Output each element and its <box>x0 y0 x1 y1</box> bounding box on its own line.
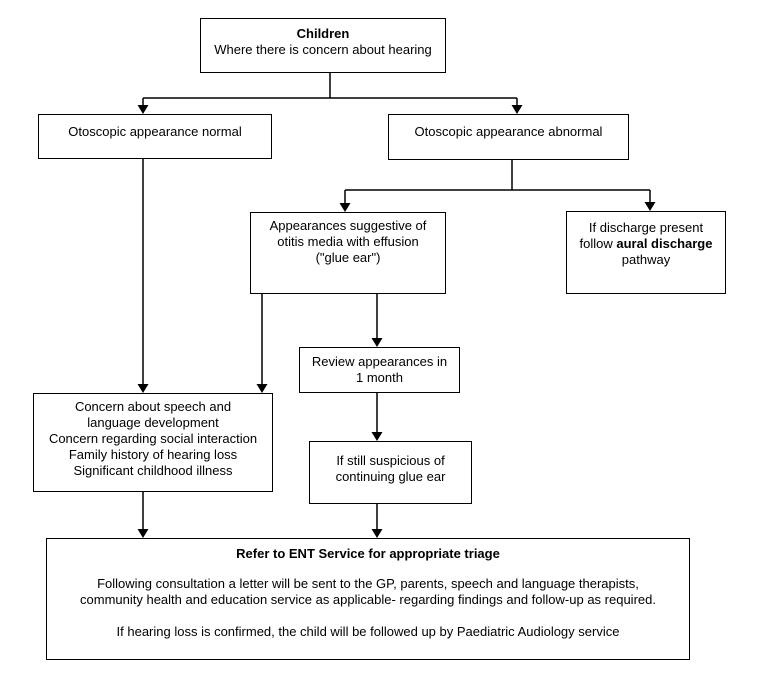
node-aural-discharge-line: If discharge present <box>588 220 704 235</box>
node-otoscopic-normal-label: Otoscopic appearance normal <box>68 124 242 139</box>
node-ent-referral-title: Refer to ENT Service for appropriate tri… <box>236 546 500 561</box>
node-suspicious-line: If still suspicious of <box>336 453 445 468</box>
node-concern-line: Concern about speech and <box>74 399 232 414</box>
node-glue-ear-line: ("glue ear") <box>315 250 381 265</box>
node-aural-discharge-line: pathway <box>621 252 671 267</box>
node-otoscopic-abnormal: Otoscopic appearance abnormal <box>388 114 629 160</box>
node-review-line: 1 month <box>356 370 403 385</box>
node-ent-referral-followup: If hearing loss is confirmed, the child … <box>116 624 620 639</box>
node-otoscopic-abnormal-label: Otoscopic appearance abnormal <box>414 124 603 139</box>
node-children: Children Where there is concern about he… <box>200 18 446 73</box>
node-children-title: Children <box>296 26 350 41</box>
node-glue-ear-line: otitis media with effusion <box>277 234 419 249</box>
node-suspicious: If still suspicious of continuing glue e… <box>309 441 472 504</box>
node-glue-ear: Appearances suggestive of otitis media w… <box>250 212 446 294</box>
arrowheads <box>137 105 656 538</box>
node-aural-discharge: If discharge present follow aural discha… <box>566 211 726 294</box>
node-otoscopic-normal: Otoscopic appearance normal <box>38 114 272 159</box>
node-glue-ear-line: Appearances suggestive of <box>269 218 427 233</box>
discharge-line2-normal: follow <box>579 236 617 251</box>
node-aural-discharge-line: follow aural discharge <box>567 236 725 252</box>
node-review-line: Review appearances in <box>311 354 448 369</box>
node-suspicious-line: continuing glue ear <box>335 469 446 484</box>
node-concern: Concern about speech and language develo… <box>33 393 273 492</box>
node-concern-line: Significant childhood illness <box>73 463 233 478</box>
node-ent-referral-paragraph: Following consultation a letter will be … <box>47 576 689 608</box>
discharge-line2-bold: aural discharge <box>616 236 713 251</box>
node-review: Review appearances in 1 month <box>299 347 460 393</box>
node-concern-line: language development <box>87 415 219 430</box>
node-ent-referral-line: community health and education service a… <box>80 592 656 607</box>
node-children-subtitle: Where there is concern about hearing <box>214 42 432 57</box>
node-concern-line: Family history of hearing loss <box>68 447 238 462</box>
node-ent-referral-line: Following consultation a letter will be … <box>97 576 639 591</box>
node-concern-line: Concern regarding social interaction <box>48 431 258 446</box>
node-ent-referral: Refer to ENT Service for appropriate tri… <box>46 538 690 660</box>
